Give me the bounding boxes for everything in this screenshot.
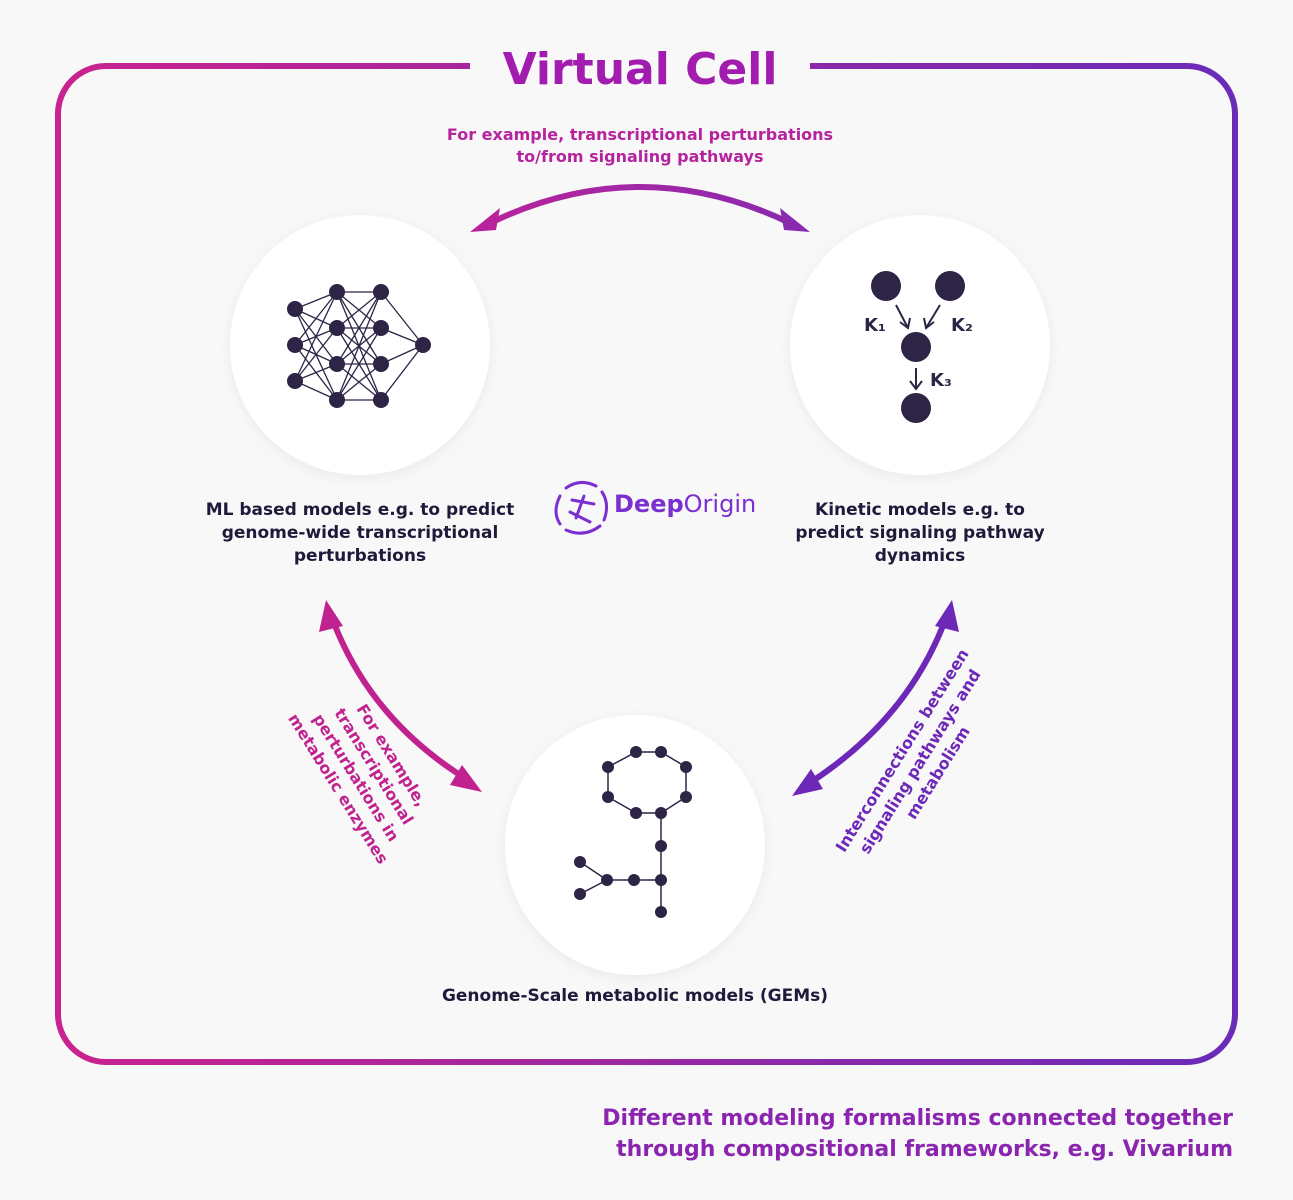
nn-node (373, 284, 389, 300)
nn-node (373, 356, 389, 372)
ml-model-caption: ML based models e.g. to predict genome-w… (205, 500, 515, 566)
top-bidirectional-arrow (470, 184, 810, 232)
k1-label: K₁ (864, 315, 886, 336)
kinetic-network-icon: K₁ K₂ K₃ (864, 271, 973, 423)
nn-edge (380, 344, 424, 401)
nn-node (415, 337, 431, 353)
molecule-atom (655, 807, 667, 819)
nn-edge (336, 327, 382, 401)
gem-model-caption: Genome-Scale metabolic models (GEMs) (441, 986, 829, 1006)
nn-edge (336, 291, 382, 365)
nn-node (287, 373, 303, 389)
nn-edge (294, 291, 338, 346)
kinetic-node (935, 271, 965, 301)
kinetic-node (871, 271, 901, 301)
molecule-atom (655, 840, 667, 852)
molecule-graph-icon (574, 746, 692, 918)
nn-node (329, 392, 345, 408)
deeporigin-logo-icon (554, 481, 609, 535)
left-bidirectional-arrow (319, 600, 482, 792)
diagram-title: Virtual Cell (470, 40, 810, 100)
molecule-atom (680, 761, 692, 773)
molecule-atom (655, 874, 667, 886)
nn-edge (336, 291, 382, 401)
molecule-atom (680, 791, 692, 803)
brand-part-deep: Deep (614, 490, 684, 518)
nn-node (329, 356, 345, 372)
right-bidirectional-arrow (792, 600, 959, 796)
nn-edge (380, 291, 424, 346)
molecule-atom (601, 874, 613, 886)
nn-node (373, 320, 389, 336)
brand-part-origin: Origin (683, 490, 757, 518)
kinetic-node (901, 332, 931, 362)
molecule-atom (602, 761, 614, 773)
nn-edge (294, 291, 338, 382)
nn-node (287, 337, 303, 353)
nn-edge (294, 327, 338, 382)
brand-name: DeepOrigin (614, 490, 756, 518)
kinetic-arrows (895, 304, 941, 391)
top-link-label: For example, transcriptional perturbatio… (446, 125, 834, 166)
neural-network-icon (287, 284, 431, 408)
nn-node (373, 392, 389, 408)
molecule-atom (574, 856, 586, 868)
gem-model-circle (505, 715, 765, 975)
kinetic-model-caption: Kinetic models e.g. to predict signaling… (795, 500, 1045, 566)
molecule-atom (574, 888, 586, 900)
nn-node (329, 320, 345, 336)
molecule-atom (655, 906, 667, 918)
deeporigin-brand: DeepOrigin (552, 480, 756, 530)
molecule-atom (628, 874, 640, 886)
nn-node (329, 284, 345, 300)
molecule-atom (630, 807, 642, 819)
kinetic-node (901, 393, 931, 423)
molecule-atom (630, 746, 642, 758)
molecule-atom (602, 791, 614, 803)
footer-caption: Different modeling formalisms connected … (602, 1106, 1233, 1162)
nn-node (287, 301, 303, 317)
k2-label: K₂ (951, 315, 973, 336)
molecule-atom (655, 746, 667, 758)
nn-edge (336, 363, 382, 401)
k3-label: K₃ (930, 370, 952, 391)
nn-edge (336, 291, 382, 329)
